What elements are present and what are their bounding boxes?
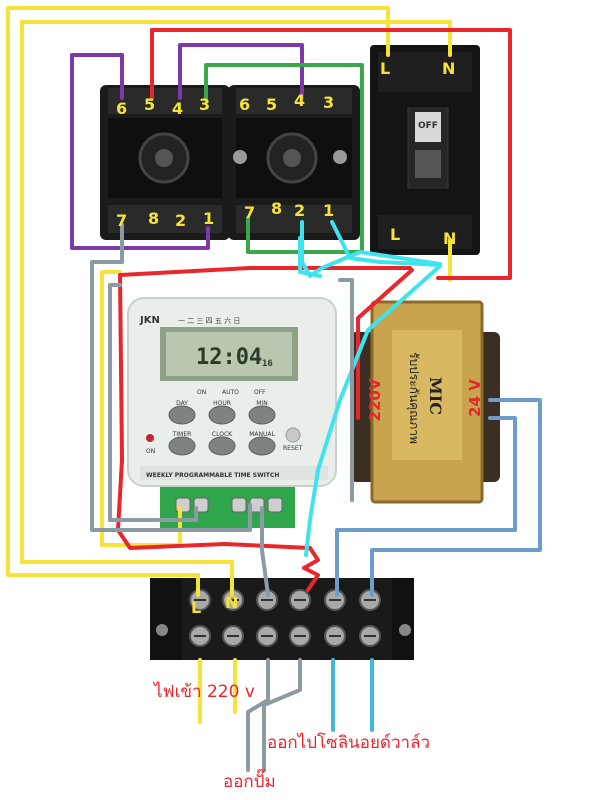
timer-status-off: OFF bbox=[254, 389, 266, 396]
blue-wire-24v-a bbox=[370, 398, 542, 597]
relay1-pin-5: 5 bbox=[144, 95, 155, 114]
timer-button-label-day: DAY bbox=[176, 400, 188, 407]
purple-wire-top bbox=[178, 43, 304, 100]
yellow-wire-timer bbox=[100, 270, 182, 547]
timer-on-indicator-label: ON bbox=[146, 448, 155, 455]
timer-button-min bbox=[248, 405, 276, 425]
terminal-mount-hole bbox=[399, 624, 411, 636]
relay2-pin-1: 1 bbox=[323, 201, 334, 220]
relay2-pin-4: 4 bbox=[294, 91, 305, 110]
relay2-bottom-pins: 7 8 2 1 bbox=[244, 199, 334, 222]
gray-wire-pump-2 bbox=[262, 658, 302, 772]
breaker-bottom-n: N bbox=[443, 229, 456, 248]
relay1-pin-3: 3 bbox=[199, 95, 210, 114]
transformer-in-voltage: 220V bbox=[366, 378, 384, 421]
timer-button-label-min: MIN bbox=[256, 400, 267, 407]
timer-brand: JKN bbox=[139, 315, 160, 326]
timer-button-label-manual: MANUAL bbox=[249, 431, 275, 438]
breaker-top-n: N bbox=[442, 59, 455, 78]
relay2-pin-5: 5 bbox=[266, 95, 277, 114]
relay2-pin-6: 6 bbox=[239, 95, 250, 114]
relay-socket-1 bbox=[100, 85, 230, 240]
power-in-label: ไฟเข้า 220 v bbox=[152, 681, 255, 702]
timer-model-text: WEEKLY PROGRAMMABLE TIME SWITCH bbox=[146, 472, 279, 479]
relay2-pin-3: 3 bbox=[323, 93, 334, 112]
transformer-brand: MIC bbox=[426, 377, 445, 415]
relay1-pin-1: 1 bbox=[203, 209, 214, 228]
timer-days-strip: 一 二 三 四 五 六 日 bbox=[178, 316, 240, 325]
wires bbox=[6, 6, 542, 772]
terminal-l-label: L bbox=[191, 598, 201, 617]
timer-seconds: 16 bbox=[262, 359, 273, 369]
relay1-pin-2: 2 bbox=[175, 211, 186, 230]
gray-wire-term bbox=[260, 506, 270, 597]
timer-button-hour bbox=[208, 405, 236, 425]
relay1-pin-7: 7 bbox=[116, 211, 127, 230]
blue-wire-24v-b bbox=[335, 416, 517, 597]
purple-wire-left bbox=[70, 53, 210, 250]
timer-button-label-timer: TIMER bbox=[172, 431, 192, 438]
green-wire-top bbox=[204, 63, 364, 254]
cyan-wire-3 bbox=[304, 264, 442, 557]
relay1-top-pins: 6 5 4 3 bbox=[116, 95, 210, 118]
gray-wire-right bbox=[338, 278, 354, 502]
solenoid-out-label: ออกไปโซลินอยด์วาล์ว bbox=[267, 732, 430, 753]
yellow-wire-outer bbox=[6, 6, 390, 597]
cyan-wire-2 bbox=[330, 220, 442, 267]
circuit-breaker bbox=[370, 45, 480, 255]
red-wire-loop bbox=[116, 266, 412, 550]
timer-button-manual bbox=[248, 436, 276, 456]
cyan-wire-4 bbox=[298, 236, 322, 278]
timer-reset-label: RESET bbox=[283, 445, 303, 452]
breaker-top-l: L bbox=[380, 59, 390, 78]
pump-out-label: ออกปั๊ม bbox=[223, 768, 276, 792]
timer-status-auto: AUTO bbox=[222, 389, 239, 396]
relay-socket-2 bbox=[228, 85, 360, 240]
relay1-pin-4: 4 bbox=[172, 99, 183, 118]
relay2-pin-2: 2 bbox=[294, 201, 305, 220]
relay2-pin-7: 7 bbox=[244, 203, 255, 222]
red-wire-trans bbox=[356, 268, 414, 420]
terminal-mount-hole bbox=[156, 624, 168, 636]
gray-wire-pump-1 bbox=[246, 658, 270, 772]
breaker-bottom-l: L bbox=[390, 225, 400, 244]
relay1-pin-6: 6 bbox=[116, 99, 127, 118]
timer-button-label-clock: CLOCK bbox=[212, 431, 233, 438]
relay2-pin-8: 8 bbox=[271, 199, 282, 218]
terminal-n-label: N bbox=[225, 593, 238, 612]
gray-wire-inner bbox=[108, 283, 198, 522]
relay1-bottom-pins: 7 8 2 1 bbox=[116, 209, 214, 230]
timer-button-day bbox=[168, 405, 196, 425]
timer-time: 12:04 bbox=[196, 345, 262, 370]
timer-button-label-hour: HOUR bbox=[213, 400, 231, 407]
timer-status-on: ON bbox=[197, 389, 206, 396]
yellow-wire-inner bbox=[20, 20, 452, 597]
transformer-out-voltage: 24 V bbox=[466, 379, 484, 417]
relay1-pin-8: 8 bbox=[148, 209, 159, 228]
timer-button-timer bbox=[168, 436, 196, 456]
transformer-thai-label: รับประกันคุณภาพ bbox=[406, 352, 421, 444]
red-wire-term bbox=[302, 546, 320, 592]
gray-wire-outer bbox=[90, 223, 252, 532]
timer-button-clock bbox=[208, 436, 236, 456]
relay2-top-pins: 6 5 4 3 bbox=[239, 91, 334, 114]
transformer bbox=[350, 300, 500, 504]
breaker-off-label: OFF bbox=[418, 121, 438, 131]
red-wire-top bbox=[150, 28, 512, 280]
